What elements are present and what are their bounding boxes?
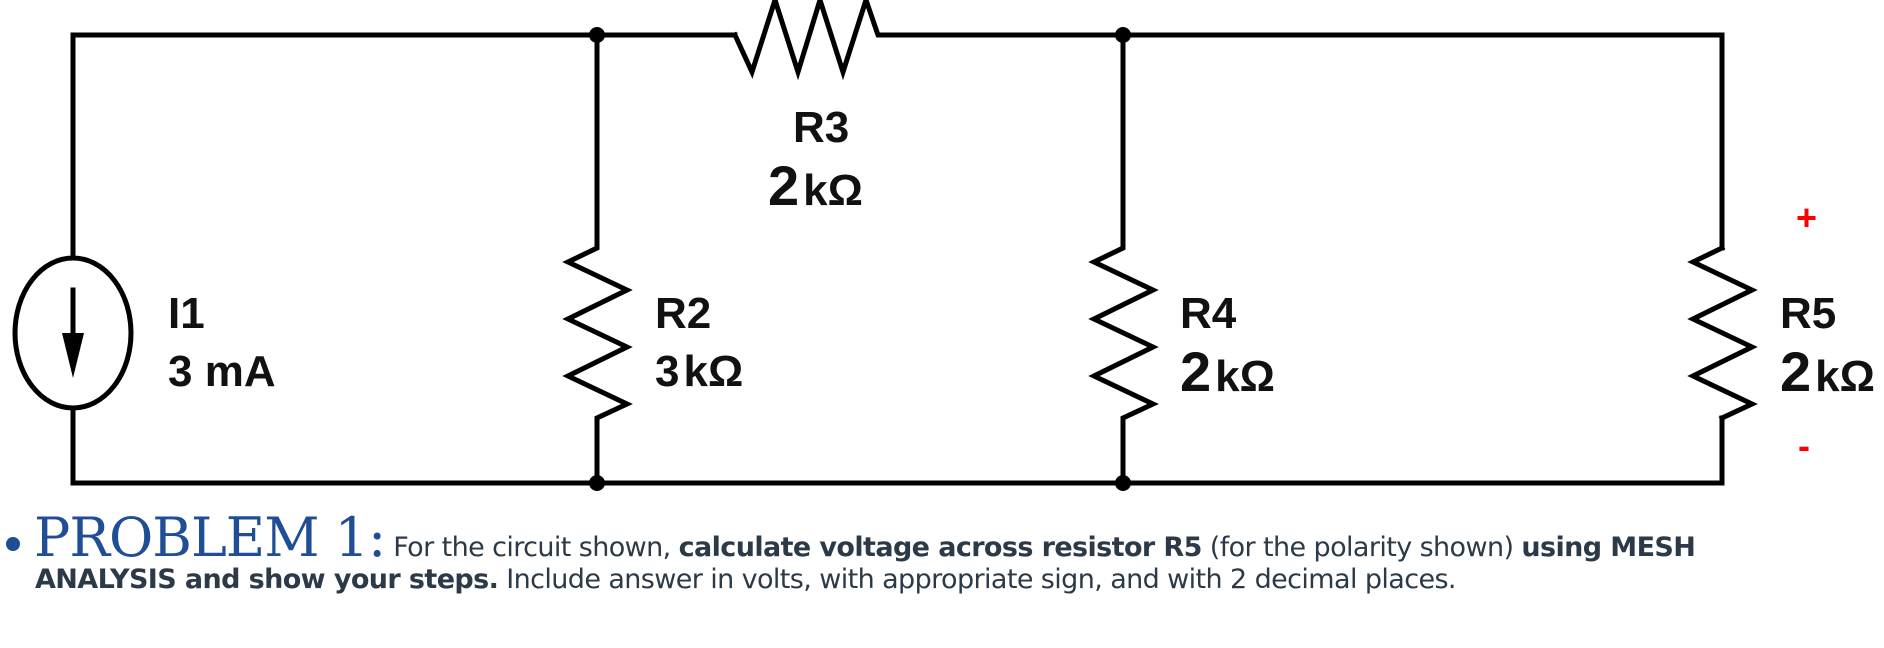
resistor-r5-symbol xyxy=(1687,244,1758,422)
problem-text-2: (for the polarity shown) xyxy=(1201,532,1522,563)
resistor-id: R2 xyxy=(655,289,712,338)
resistor-r2-symbol xyxy=(562,32,633,486)
resistor-id: R5 xyxy=(1780,289,1837,338)
resistor-r2-label: R2 3kΩ xyxy=(655,292,743,394)
problem-text-1: For the circuit shown, xyxy=(385,532,679,563)
problem-emphasis-2: using MESH xyxy=(1521,532,1696,563)
resistor-r3-label: R3 2kΩ xyxy=(768,106,863,214)
bullet-icon xyxy=(6,536,20,551)
source-value: 3 mA xyxy=(168,347,276,396)
junction-dot xyxy=(1115,27,1131,43)
resistor-r5-label: R5 2kΩ xyxy=(1780,292,1875,400)
problem-title: PROBLEM 1: xyxy=(34,506,386,569)
resistor-value: 2kΩ xyxy=(1180,340,1275,403)
junction-dot xyxy=(1115,475,1131,491)
resistor-id: R3 xyxy=(793,103,850,152)
resistor-r4-symbol xyxy=(1088,32,1159,486)
problem-emphasis-3: ANALYSIS and show your steps. xyxy=(35,564,499,595)
circuit-diagram xyxy=(12,0,1758,491)
current-arrow-down-icon xyxy=(62,333,84,378)
problem-line-1: PROBLEM 1: For the circuit shown, calcul… xyxy=(6,506,1696,569)
resistor-r3-symbol xyxy=(731,0,915,81)
junction-dot xyxy=(589,475,605,491)
problem-emphasis-1: calculate voltage across resistor R5 xyxy=(678,532,1203,563)
junction-dot xyxy=(589,27,605,43)
polarity-plus-sign: + xyxy=(1796,197,1818,238)
problem-line-2: ANALYSIS and show your steps. Include an… xyxy=(35,564,1457,595)
wire-bottom xyxy=(70,415,1725,486)
problem-text-3: Include answer in volts, with appropriat… xyxy=(498,564,1456,595)
source-id: I1 xyxy=(168,289,205,338)
current-source-symbol xyxy=(12,255,134,411)
source-i1-label: I1 3 mA xyxy=(168,292,276,394)
polarity-minus-sign: - xyxy=(1798,425,1810,466)
wire-top-right xyxy=(909,32,1725,251)
resistor-id: R4 xyxy=(1180,289,1237,338)
resistor-value: 2kΩ xyxy=(1780,340,1875,403)
resistor-value: 2kΩ xyxy=(768,154,863,217)
resistor-value: 3kΩ xyxy=(655,347,744,396)
resistor-r4-label: R4 2kΩ xyxy=(1180,292,1275,400)
